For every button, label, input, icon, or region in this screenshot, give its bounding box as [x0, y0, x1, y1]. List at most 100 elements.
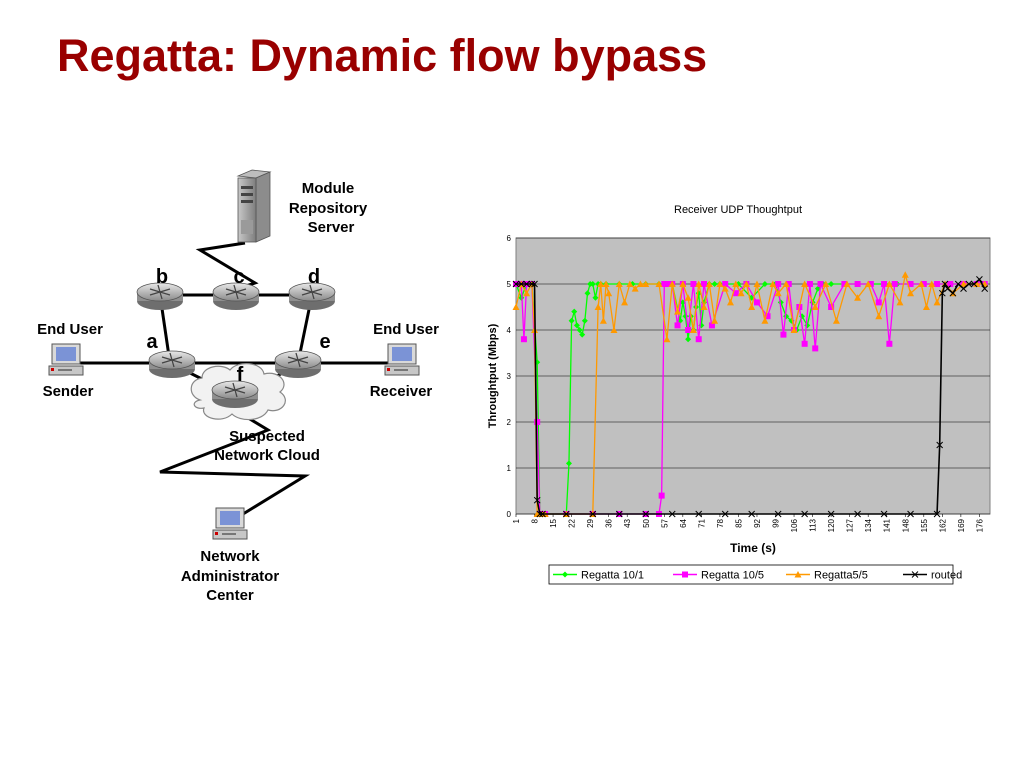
data-point — [801, 280, 809, 287]
data-point — [562, 510, 570, 518]
data-point — [642, 280, 650, 287]
legend-item: routed — [903, 570, 962, 582]
data-point — [705, 280, 713, 287]
data-point — [685, 327, 692, 333]
data-point — [684, 294, 692, 301]
data-point — [753, 299, 760, 306]
router-label-a: a — [146, 331, 158, 353]
cloud-label-line2: Network Cloud — [214, 447, 320, 464]
x-tick-label: 176 — [975, 518, 984, 532]
data-point — [769, 280, 777, 287]
x-tick-label: 78 — [716, 518, 725, 527]
data-point — [880, 510, 888, 518]
data-point — [854, 510, 861, 518]
data-point — [602, 280, 610, 287]
data-point — [827, 510, 835, 518]
data-point — [668, 510, 676, 518]
data-point — [832, 317, 840, 324]
data-point — [917, 280, 925, 287]
data-point — [528, 280, 536, 288]
data-point — [981, 285, 989, 292]
chart-xlabel: Time (s) — [730, 541, 776, 555]
receiver-label-bottom: Receiver — [370, 383, 433, 400]
data-point — [920, 281, 927, 287]
server-label-line3: Server — [308, 219, 355, 236]
data-point — [512, 303, 520, 310]
data-point — [732, 290, 739, 297]
router-label-c: c — [233, 266, 244, 288]
data-point — [589, 510, 597, 518]
data-point — [571, 308, 578, 315]
data-point — [801, 510, 808, 518]
data-point — [679, 280, 687, 287]
data-point — [674, 308, 682, 315]
data-point — [828, 304, 835, 310]
y-tick-label: 5 — [507, 280, 512, 289]
x-tick-label: 141 — [883, 518, 892, 532]
data-point — [658, 492, 665, 499]
data-point — [689, 326, 697, 333]
x-tick-label: 29 — [586, 518, 595, 527]
data-point — [933, 510, 941, 518]
data-point — [536, 510, 544, 518]
x-tick-label: 50 — [642, 518, 651, 527]
legend-label: Regatta5/5 — [814, 570, 868, 582]
data-point — [742, 280, 750, 287]
data-point — [674, 322, 681, 329]
data-point — [721, 285, 729, 292]
data-point — [695, 510, 703, 518]
legend-label: Regatta 10/1 — [581, 570, 644, 582]
data-point — [523, 289, 531, 297]
data-point — [605, 289, 613, 297]
data-point — [701, 281, 708, 287]
data-point — [732, 280, 740, 287]
data-point — [947, 281, 954, 287]
x-tick-label: 85 — [734, 518, 743, 527]
data-point — [949, 289, 957, 297]
x-tick-label: 36 — [605, 518, 614, 527]
x-tick-label: 134 — [864, 518, 873, 532]
data-point — [907, 281, 914, 287]
data-point — [782, 280, 790, 287]
data-point — [636, 280, 644, 287]
data-point — [854, 281, 861, 287]
slide-title: Regatta: Dynamic flow bypass — [57, 30, 708, 81]
admin-label-line2: Administrator — [181, 568, 280, 585]
series-line — [515, 274, 985, 515]
data-point — [737, 289, 745, 297]
data-point — [843, 280, 851, 287]
x-tick-label: 92 — [753, 518, 762, 527]
data-point — [615, 510, 623, 518]
data-point — [610, 326, 618, 333]
data-point — [655, 280, 663, 287]
x-tick-label: 57 — [660, 518, 669, 527]
data-point — [928, 280, 936, 287]
data-point — [597, 280, 605, 287]
y-tick-label: 6 — [507, 234, 512, 243]
data-point — [907, 510, 914, 518]
data-point — [806, 281, 813, 287]
data-point — [911, 571, 919, 578]
admin-label-line1: Network — [200, 548, 260, 565]
series-2 — [512, 271, 989, 517]
data-point — [875, 299, 882, 306]
data-point — [531, 280, 538, 288]
data-point — [960, 280, 968, 287]
data-point — [885, 280, 893, 287]
data-point — [592, 294, 599, 301]
receiver-label-top: End User — [373, 321, 439, 338]
data-point — [534, 419, 541, 425]
data-point — [748, 510, 756, 518]
data-point — [685, 336, 692, 343]
data-point — [941, 280, 949, 288]
data-point — [828, 281, 835, 287]
data-point — [785, 281, 792, 287]
data-point — [690, 281, 697, 287]
x-tick-label: 15 — [549, 518, 558, 527]
data-point — [663, 281, 670, 287]
data-point — [774, 510, 782, 518]
data-point — [748, 303, 756, 310]
router-label-e: e — [319, 331, 330, 353]
x-tick-label: 127 — [846, 518, 855, 532]
x-tick-label: 106 — [790, 518, 799, 532]
